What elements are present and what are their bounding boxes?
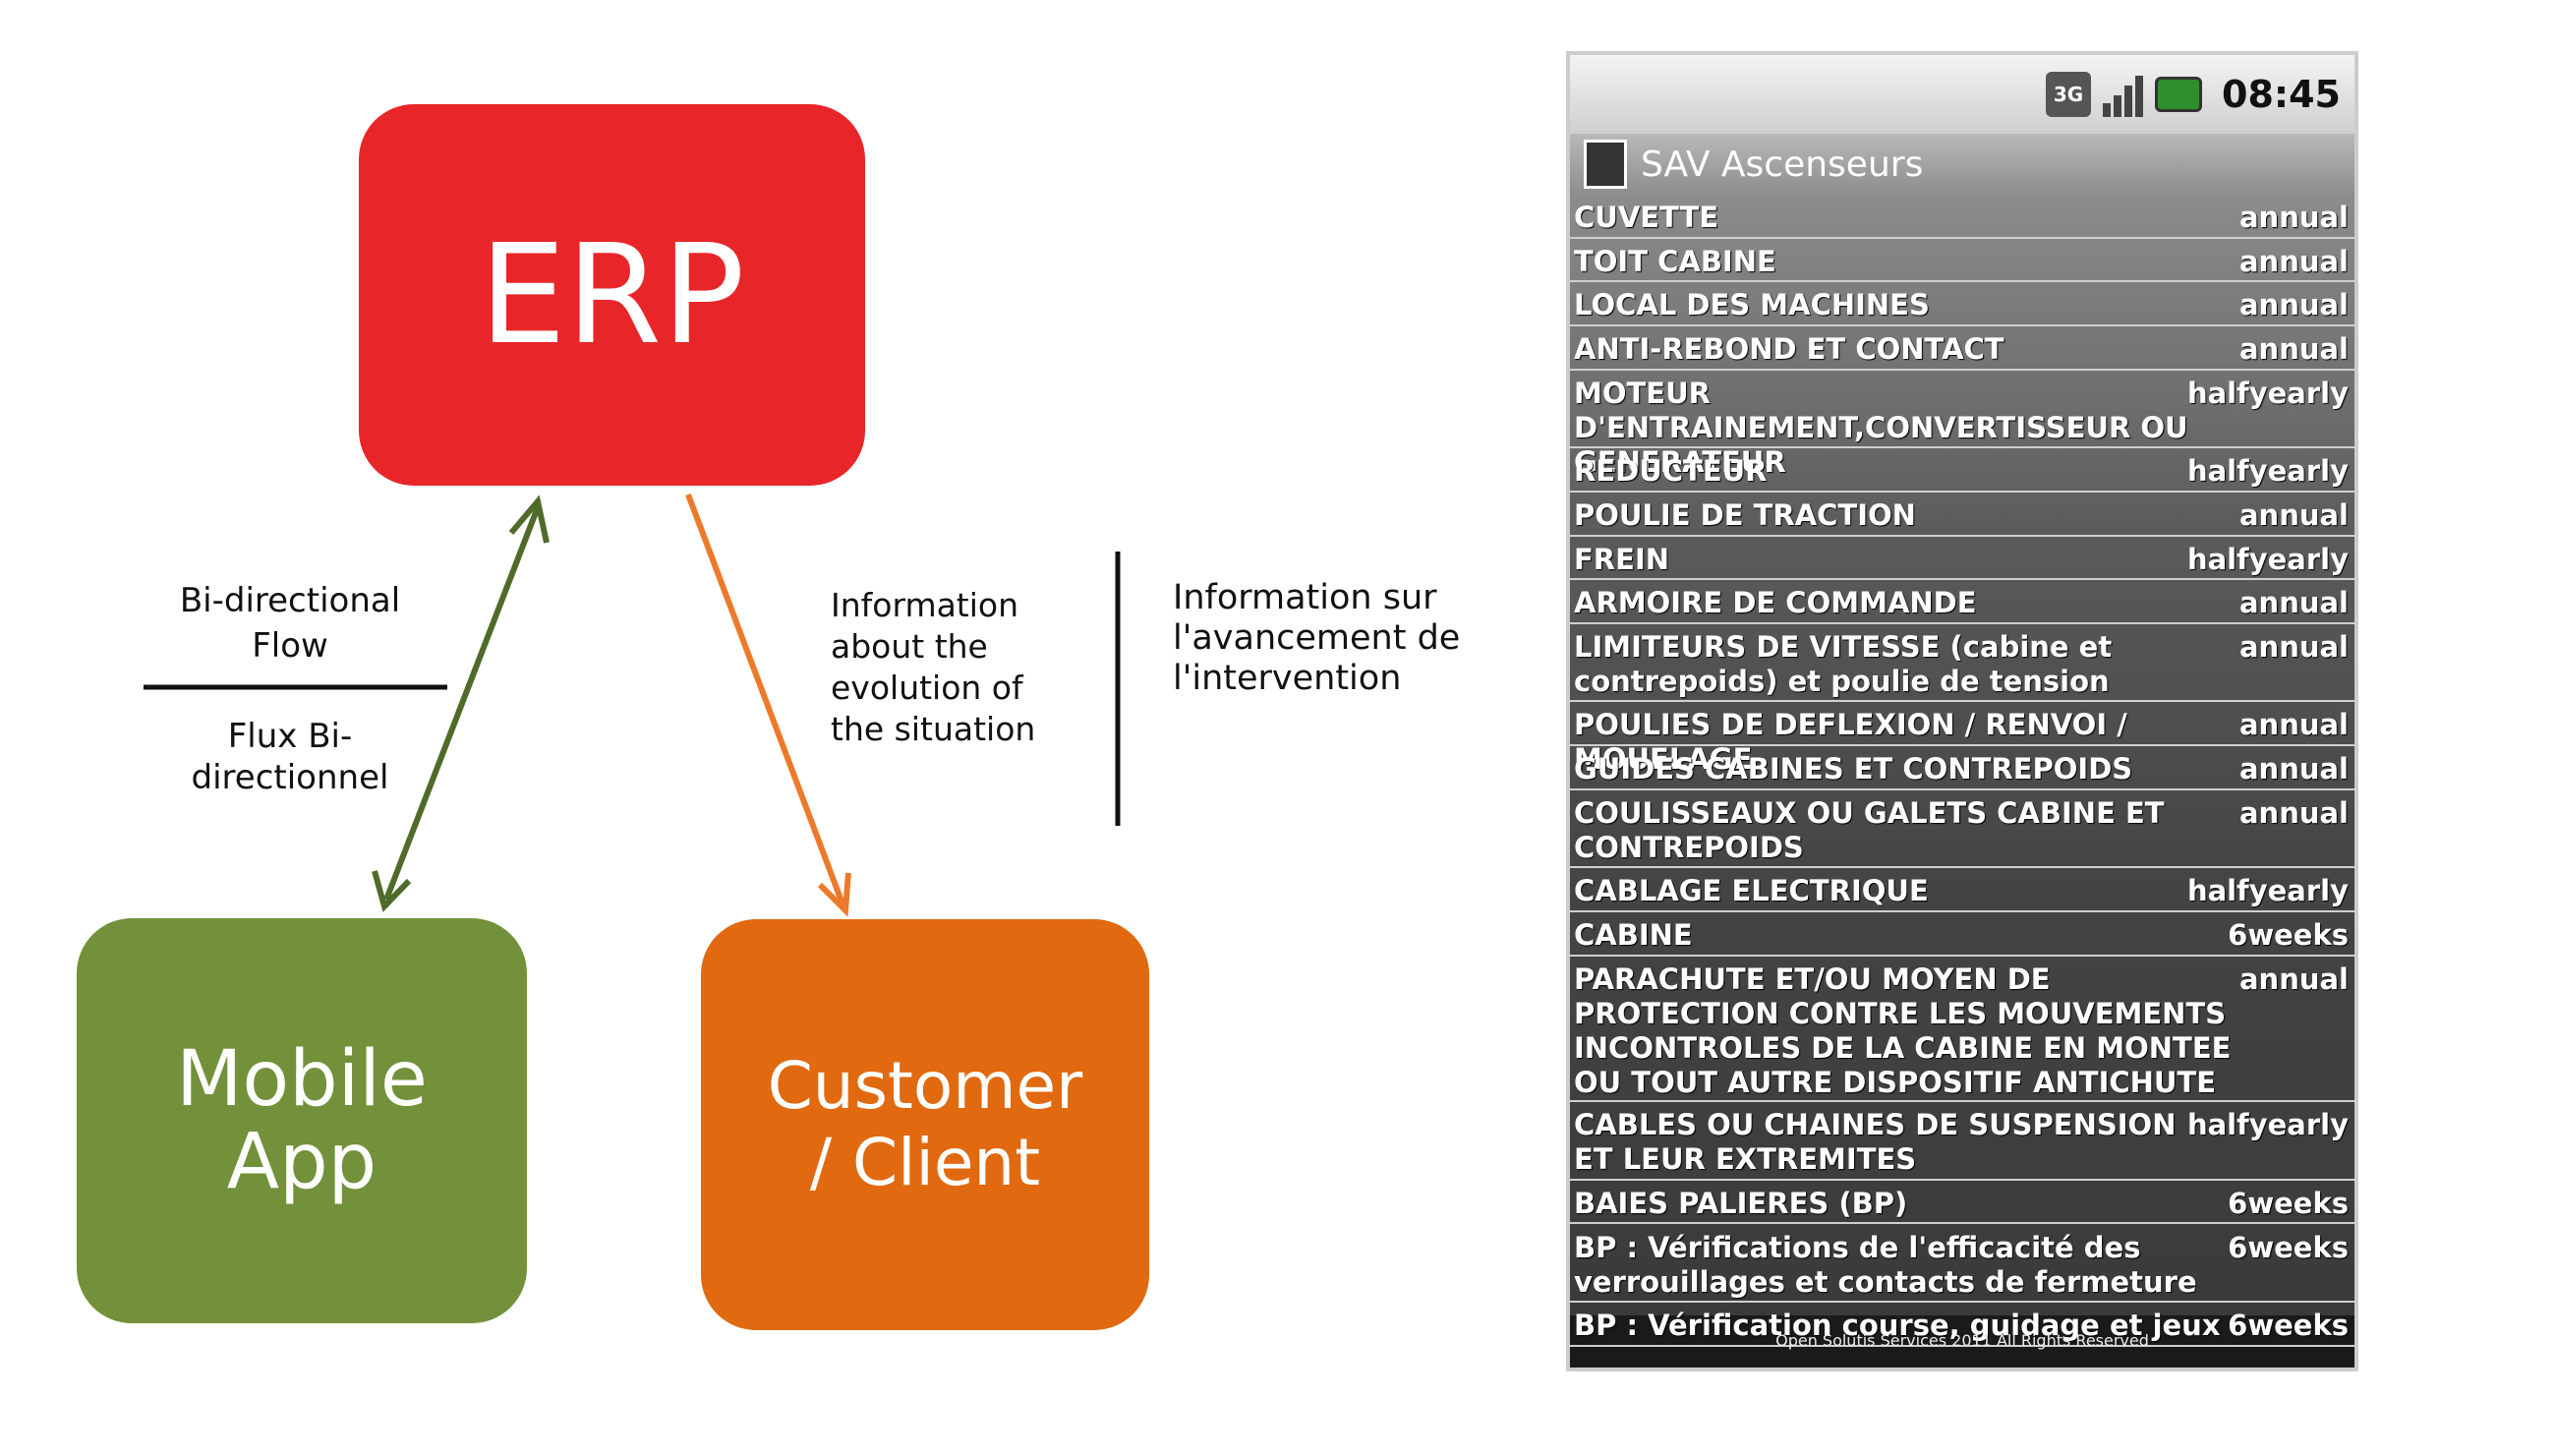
item-name: CABLES OU CHAINES DE SUSPENSION ET LEUR … [1574, 1108, 2177, 1177]
list-item[interactable]: CABINE 6weeks [1570, 912, 2354, 957]
item-frequency: 6weeks [2228, 1308, 2349, 1342]
customer-client-label: Customer / Client [767, 1048, 1083, 1200]
list-item[interactable]: BAIES PALIERES (BP) 6weeks [1570, 1181, 2354, 1225]
list-item[interactable]: BP : Vérifications de l'efficacité des v… [1570, 1225, 2354, 1303]
info-label-en: Information about the evolution of the s… [831, 586, 1036, 748]
item-name: FREIN [1574, 542, 1670, 576]
item-frequency: annual [2238, 961, 2349, 996]
item-name: GUIDES CABINES ET CONTREPOIDS [1574, 752, 2133, 786]
item-frequency: annual [2238, 708, 2349, 742]
item-frequency: annual [2238, 630, 2349, 664]
item-frequency: halfyearly [2186, 1108, 2349, 1142]
list-item[interactable]: PARACHUTE ET/OU MOYEN DE PROTECTION CONT… [1570, 957, 2354, 1103]
list-item[interactable]: CABLAGE ELECTRIQUE halfyearly [1570, 868, 2354, 912]
item-name: BP : Vérifications de l'efficacité des v… [1574, 1230, 2197, 1299]
elevator-app-icon [1584, 140, 1627, 189]
customer-client-box: Customer / Client [701, 919, 1149, 1330]
list-item[interactable]: REDUCTEUR halfyearly [1570, 448, 2354, 493]
item-frequency: annual [2238, 288, 2349, 322]
list-item[interactable]: FREIN halfyearly [1570, 537, 2354, 581]
item-frequency: halfyearly [2186, 874, 2349, 908]
item-name: ANTI-REBOND ET CONTACT [1574, 332, 2004, 367]
item-name: CABLAGE ELECTRIQUE [1574, 874, 1929, 908]
list-item[interactable]: MOTEUR D'ENTRAINEMENT,CONVERTISSEUR OU G… [1570, 371, 2354, 479]
list-item[interactable]: POULIE DE TRACTION annual [1570, 493, 2354, 537]
item-name: POULIE DE TRACTION [1574, 497, 1916, 532]
item-frequency: annual [2238, 752, 2349, 786]
item-frequency: halfyearly [2186, 376, 2349, 410]
erp-label: ERP [479, 214, 745, 376]
item-name: MOTEUR D'ENTRAINEMENT,CONVERTISSEUR OU G… [1574, 376, 2188, 479]
list-item[interactable]: LOCAL DES MACHINES annual [1570, 282, 2354, 327]
item-name: PARACHUTE ET/OU MOYEN DE PROTECTION CONT… [1574, 961, 2232, 1099]
copyright-footer: Open Solutis Services 2011 All Rights Re… [1775, 1331, 2149, 1350]
list-item[interactable]: CUVETTE annual [1570, 195, 2354, 239]
item-name: CABINE [1574, 917, 1693, 952]
item-name: COULISSEAUX OU GALETS CABINE ET CONTREPO… [1574, 795, 2165, 864]
info-label-fr: Information sur l'avancement de l'interv… [1173, 578, 1461, 698]
battery-icon [2155, 77, 2203, 112]
list-item[interactable]: ARMOIRE DE COMMANDE annual [1570, 580, 2354, 624]
bidirectional-arrow [372, 495, 550, 912]
item-frequency: halfyearly [2186, 454, 2349, 489]
mobile-app-label: Mobile App [176, 1034, 428, 1206]
item-frequency: halfyearly [2186, 542, 2349, 576]
status-bar: 3G 08:45 [1570, 55, 2354, 134]
info-arrow [685, 493, 851, 917]
bidirectional-flow-en: Bi-directional Flow [179, 581, 401, 666]
item-name: TOIT CABINE [1574, 244, 1776, 278]
item-frequency: annual [2238, 244, 2349, 278]
network-3g-icon: 3G [2046, 72, 2092, 117]
item-name: POULIES DE DEFLEXION / RENVOI / MOUFLAGE [1574, 708, 2127, 777]
list-item[interactable]: GUIDES CABINES ET CONTREPOIDS annual [1570, 746, 2354, 790]
item-name: CUVETTE [1574, 201, 1719, 234]
bidirectional-flow-fr: Flux Bi-directionnel [191, 717, 389, 797]
list-item[interactable]: COULISSEAUX OU GALETS CABINE ET CONTREPO… [1570, 790, 2354, 869]
item-name: ARMOIRE DE COMMANDE [1574, 586, 1977, 620]
list-item[interactable]: LIMITEURS DE VITESSE (cabine et contrepo… [1570, 624, 2354, 703]
item-frequency: annual [2238, 497, 2349, 532]
list-item[interactable]: CABLES OU CHAINES DE SUSPENSION ET LEUR … [1570, 1102, 2354, 1181]
item-frequency: annual [2238, 332, 2349, 367]
item-frequency: annual [2238, 586, 2349, 620]
mobile-app-box: Mobile App [77, 918, 527, 1323]
list-item[interactable]: POULIES DE DEFLEXION / RENVOI / MOUFLAGE… [1570, 702, 2354, 776]
clock: 08:45 [2222, 73, 2341, 116]
item-frequency: 6weeks [2228, 1186, 2349, 1220]
item-name: BP : Vérification course, guidage et jeu… [1574, 1308, 2221, 1342]
erp-box: ERP [359, 104, 865, 486]
item-frequency: 6weeks [2228, 1230, 2349, 1264]
list-item[interactable]: BP : Vérification course, guidage et jeu… [1570, 1303, 2354, 1347]
app-title-bar: SAV Ascenseurs [1570, 134, 2354, 195]
item-frequency: 6weeks [2228, 917, 2349, 952]
app-title: SAV Ascenseurs [1641, 144, 1924, 185]
item-frequency: annual [2238, 795, 2349, 830]
signal-icon [2103, 72, 2144, 117]
item-name: LOCAL DES MACHINES [1574, 288, 1930, 322]
list-item[interactable]: ANTI-REBOND ET CONTACT annual [1570, 326, 2354, 371]
item-name: BAIES PALIERES (BP) [1574, 1186, 1908, 1220]
item-name: LIMITEURS DE VITESSE (cabine et contrepo… [1574, 630, 2113, 698]
item-name: REDUCTEUR [1574, 454, 1768, 489]
item-frequency: annual [2238, 201, 2349, 234]
list-item[interactable]: TOIT CABINE annual [1570, 239, 2354, 283]
